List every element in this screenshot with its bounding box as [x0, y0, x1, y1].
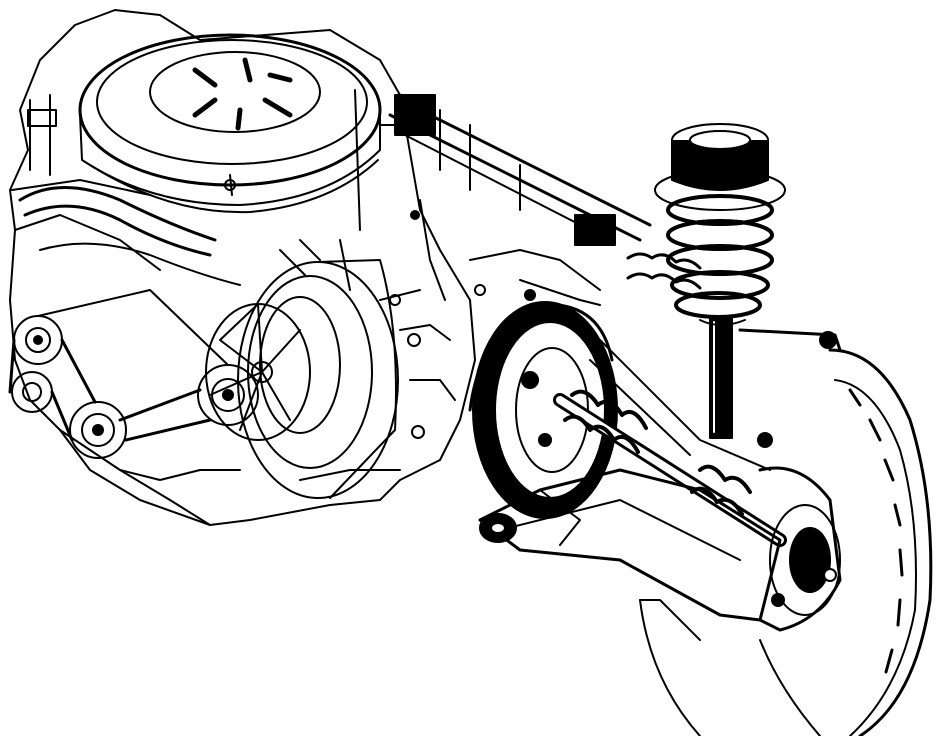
wheel-hub: [757, 432, 842, 632]
accessory-pulleys: [8, 289, 259, 459]
lower-control-arm: [478, 339, 782, 622]
steering-rack: [388, 94, 702, 290]
tyre: [639, 348, 933, 736]
cooling-fan: [205, 303, 311, 441]
pulley-crank: [69, 401, 127, 459]
clutch-housing: [237, 259, 399, 499]
pulley-lower-left: [11, 371, 53, 413]
brake-disc: [468, 301, 618, 519]
engine-block: [9, 9, 476, 526]
linkage-details: [279, 89, 601, 306]
air-cleaner: [78, 33, 396, 214]
strut-assembly: [654, 123, 842, 439]
